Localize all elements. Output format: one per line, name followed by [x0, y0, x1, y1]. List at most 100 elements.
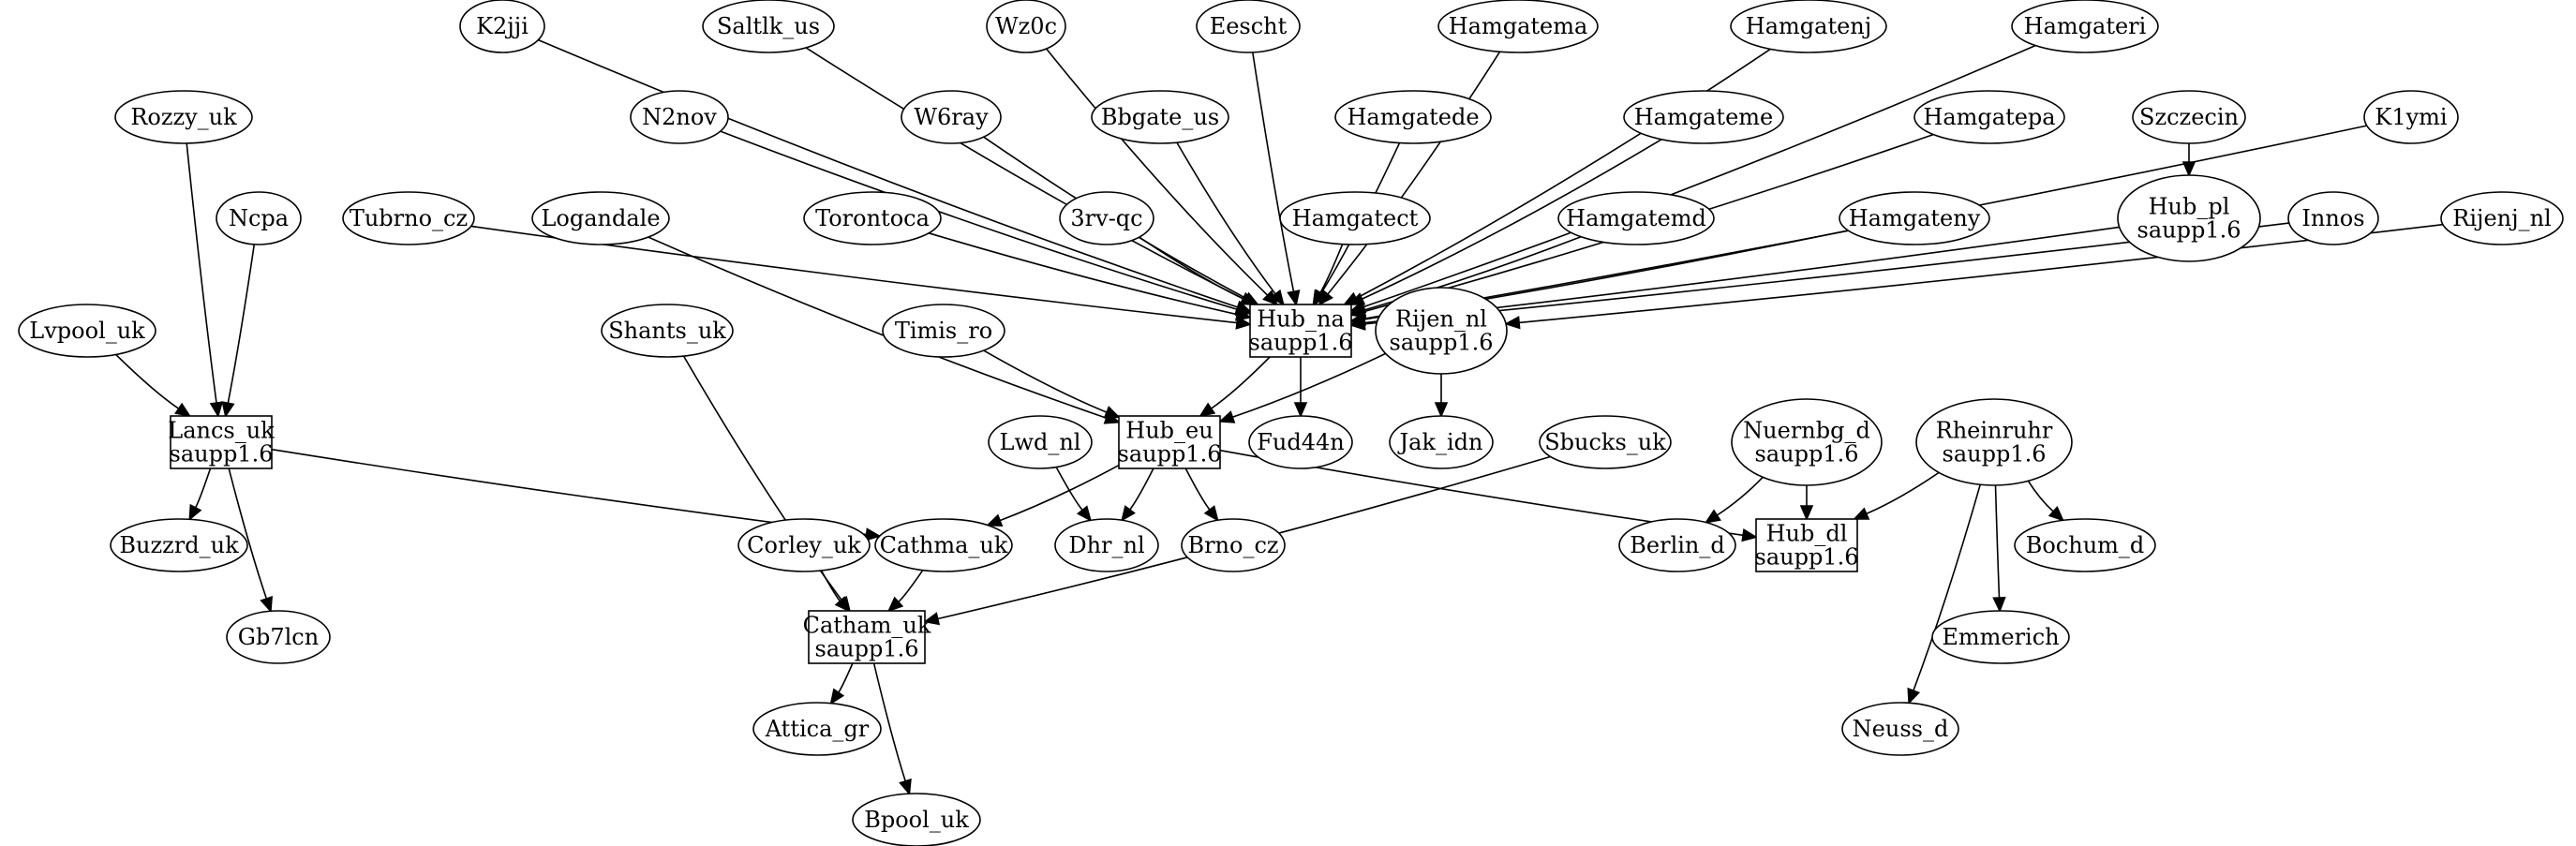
node-ellipse [1437, 0, 1599, 53]
node-k1ymi: K1ymi [2363, 90, 2459, 144]
node-buzzrd-uk: Buzzrd_uk [110, 518, 248, 572]
edge-line [1055, 467, 1083, 511]
node-label: Hamgatema [1449, 13, 1588, 39]
node-wz0c: Wz0c [986, 0, 1066, 53]
node-innos: Innos [2287, 191, 2379, 245]
edge-lwd-nl-to-dhr-nl [1055, 467, 1093, 522]
node-label: Jak_idn [1397, 429, 1483, 455]
arrowhead [1203, 505, 1219, 522]
node-eescht: Eescht [1196, 0, 1301, 53]
node-rozzy-uk: Rozzy_uk [114, 90, 253, 144]
node-box [170, 415, 273, 469]
arrowhead [1992, 596, 2006, 614]
edge-hub-eu-to-brno-cz [1184, 468, 1219, 522]
node-emmerich: Emmerich [1931, 610, 2070, 664]
edge-lancs-uk-to-buzzrd-uk [188, 468, 212, 522]
node-label: Rozzy_uk [130, 104, 237, 130]
edge-rijen-nl-to-hub-eu [1218, 352, 1386, 423]
node-n2nov: N2nov [630, 90, 729, 144]
node-box [1249, 304, 1352, 358]
node-ellipse [874, 518, 1013, 572]
node-label: Hamgateri [2024, 13, 2147, 39]
arrowhead [1234, 307, 1252, 321]
edge-corley-uk-to-catham-uk [820, 570, 851, 613]
node-label: Berlin_d [1630, 532, 1724, 558]
edge-hamgatemd-to-hub-na [1349, 235, 1582, 317]
node-label: Attica_gr [765, 716, 870, 742]
node-ellipse [1279, 191, 1431, 245]
node-bochum-d: Bochum_d [2014, 518, 2156, 572]
node-ellipse [803, 191, 942, 245]
node-sbucks-uk: Sbucks_uk [1539, 415, 1672, 469]
arrowhead [221, 401, 235, 418]
arrowhead [1287, 289, 1301, 306]
node-label: Saltlk_us [717, 13, 820, 39]
node-lwd-nl: Lwd_nl [988, 415, 1093, 469]
edge-line [820, 570, 841, 602]
edge-line [227, 244, 256, 404]
node-ellipse [1915, 398, 2073, 486]
node-hamgatemd: Hamgatemd [1557, 191, 1715, 245]
node-box [1118, 415, 1221, 469]
node-ellipse [1248, 415, 1353, 469]
arrowhead [1799, 505, 1814, 522]
edge-line [538, 38, 1238, 308]
node-hamgateny: Hamgateny [1839, 191, 1990, 245]
node-label: Brno_cz [1187, 532, 1278, 558]
edge-line [720, 130, 1238, 311]
node-label: Fud44n [1257, 429, 1344, 455]
edge-n2nov-to-hub-na [720, 130, 1252, 317]
node-cathma-uk: Cathma_uk [874, 518, 1013, 572]
node-label: Rijenj_nl [2452, 205, 2551, 231]
edge-rijen-nl-to-jak-idn [1434, 373, 1449, 419]
edge-line [1363, 235, 1582, 311]
node-sublabel: saupp1.6 [1755, 544, 1859, 571]
arrowhead [834, 596, 851, 613]
arrowhead [1741, 527, 1759, 542]
node-gb7lcn: Gb7lcn [226, 610, 331, 664]
edges-layer [115, 38, 2443, 796]
node-label: Hamgatepa [1923, 104, 2055, 130]
edge-hub-eu-to-cathma-uk [986, 464, 1120, 527]
arrowhead [1076, 505, 1093, 522]
node-ellipse [986, 0, 1066, 53]
edge-line [838, 662, 854, 693]
edge-line [1518, 223, 2443, 324]
edge-line [928, 232, 1238, 316]
edge-szczecin-to-hub-pl [2181, 143, 2196, 178]
node-box [1755, 518, 1858, 572]
node-ellipse [2132, 90, 2246, 144]
arrowhead [864, 527, 882, 542]
edge-line [1045, 48, 1269, 296]
node-label: Shants_uk [608, 318, 726, 344]
edge-rijenj-nl-to-rijen-nl [1504, 223, 2443, 330]
arrowhead [1121, 505, 1136, 522]
arrowhead [2047, 506, 2064, 522]
edge-hub-na-to-hub-eu [1199, 356, 1271, 418]
node-label: Emmerich [1942, 624, 2059, 650]
edge-line [1211, 356, 1271, 409]
node-label: Buzzrd_uk [119, 532, 239, 558]
node-hamgatenj: Hamgatenj [1730, 0, 1887, 53]
node-hamgateme: Hamgateme [1623, 90, 1784, 144]
node-hamgatede: Hamgatede [1334, 90, 1492, 144]
node-rijenj-nl: Rijenj_nl [2440, 191, 2564, 245]
edge-cathma-uk-to-catham-uk [886, 570, 924, 613]
node-label: Neuss_d [1853, 716, 1949, 742]
arrowhead [1312, 289, 1327, 306]
node-3rv-qc: 3rv-qc [1059, 191, 1154, 245]
node-ellipse [1623, 90, 1784, 144]
edge-hub-na-to-fud44n [1293, 356, 1308, 419]
node-sublabel: saupp1.6 [1249, 330, 1353, 356]
node-ellipse [18, 304, 156, 358]
node-label: 3rv-qc [1070, 205, 1142, 231]
node-attica-gr: Attica_gr [752, 702, 882, 756]
node-label: Tubrno_cz [350, 205, 468, 231]
arrowhead [1199, 402, 1216, 418]
